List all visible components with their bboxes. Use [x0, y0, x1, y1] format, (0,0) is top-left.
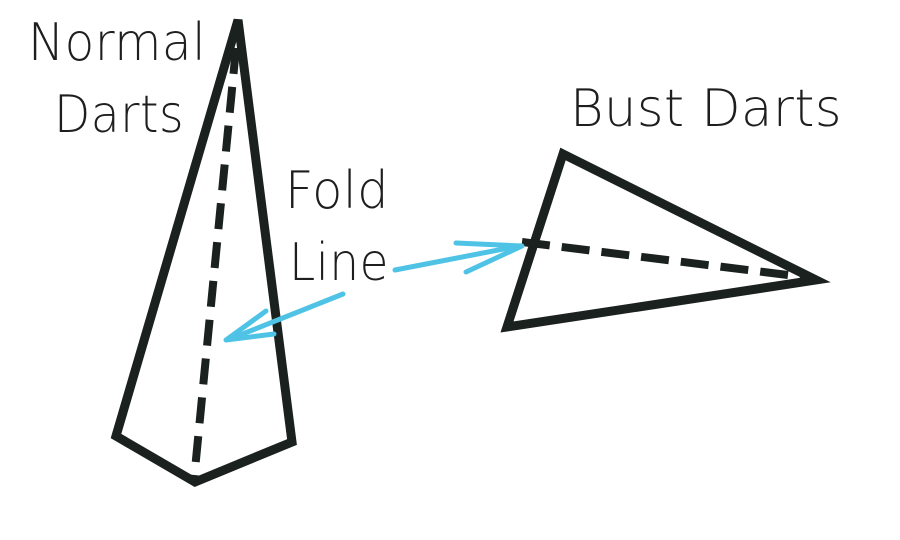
bust-darts-label: Bust Darts: [570, 79, 842, 139]
fold-line-label-line-1: Fold: [285, 161, 389, 221]
fold-line-arrow-to-normal-dart-icon: [223, 291, 346, 343]
bust-dart-fold-line: [521, 238, 813, 282]
normal-dart-outline: [110, 18, 297, 488]
normal-darts-label-line-1: Normal: [28, 13, 206, 73]
bust-dart-outline: [500, 147, 831, 333]
fold-line-label-line-2: Line: [289, 233, 389, 293]
normal-darts-label-line-2: Darts: [54, 85, 184, 145]
fold-line-arrow-to-bust-dart-icon: [392, 240, 525, 275]
normal-dart-fold-line: [190, 47, 240, 481]
